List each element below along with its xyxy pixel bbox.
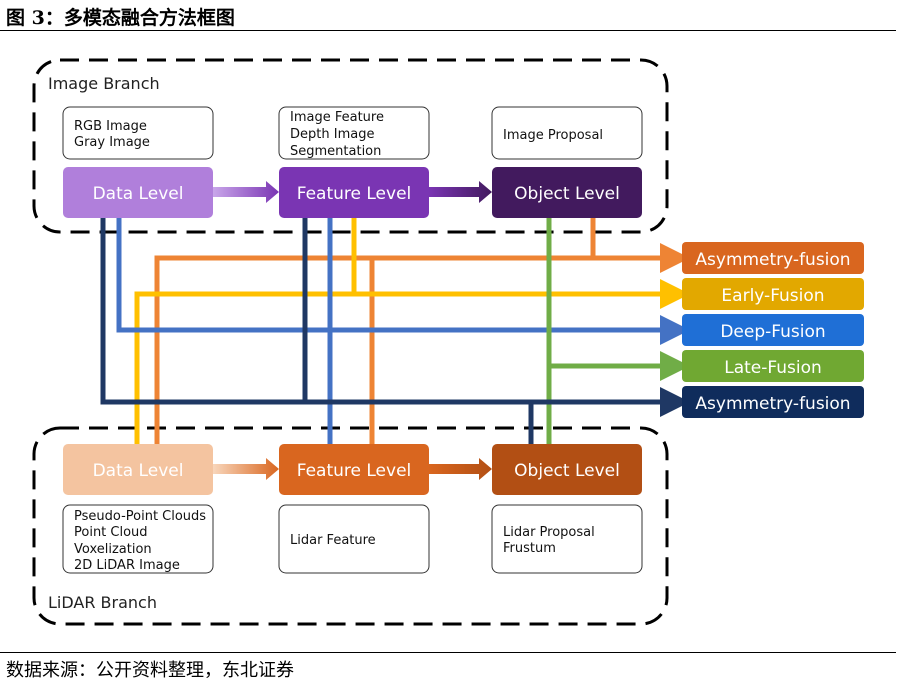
level-label: Object Level [514,461,620,481]
bottom-rule [0,652,896,653]
image-info-box [278,106,430,160]
info-line: RGB Image [74,119,147,134]
info-line: Segmentation [290,144,381,159]
info-line: Image Proposal [503,128,603,143]
image-info-box [62,106,214,160]
output-asymmetry-fusion-bottom [682,386,864,418]
output-label: Asymmetry-fusion [695,250,850,270]
lidar-branch-label: LiDAR Branch [48,593,157,612]
figure-source: 数据来源：公开资料整理，东北证券 [6,660,294,681]
info-line: Lidar Feature [290,533,376,548]
connector-orange [154,243,690,444]
image-arrow-1 [213,181,279,203]
level-label: Feature Level [297,461,412,481]
image-data-level [63,167,213,218]
info-line: Frustum [503,541,556,556]
lidar-arrow-1 [213,458,279,480]
lidar-feature-level [279,444,429,495]
lidar-object-level [492,444,642,495]
lidar-data-level [63,444,213,495]
image-object-level [492,167,642,218]
level-label: Object Level [514,184,620,204]
info-line: Point Cloud [74,525,148,540]
connector-navy [100,218,690,417]
info-line: 2D LiDAR Image [74,558,180,573]
output-deep-fusion [682,314,864,346]
info-line: Voxelization [74,542,152,557]
top-rule [0,30,896,31]
level-label: Feature Level [297,184,412,204]
output-label: Early-Fusion [721,286,824,306]
connector-blue [116,218,690,345]
output-label: Deep-Fusion [720,322,825,342]
info-line: Pseudo-Point Clouds [74,509,206,524]
lidar-branch-frame [32,426,669,626]
level-label: Data Level [93,184,184,204]
info-line: Depth Image [290,127,374,142]
output-label: Asymmetry-fusion [695,394,850,414]
info-line: Gray Image [74,135,150,150]
image-branch-frame [32,58,669,234]
image-info-box [491,106,643,160]
level-label: Data Level [93,461,184,481]
output-label: Late-Fusion [724,358,822,378]
image-arrow-2 [429,181,492,203]
image-branch-label: Image Branch [48,74,160,93]
lidar-arrow-2 [429,458,492,480]
figure-title: 图 3：多模态融合方法框图 [6,7,235,29]
image-feature-level [279,167,429,218]
connector-yellow [134,279,690,444]
output-early-fusion [682,278,864,310]
output-asymmetry-fusion-top [682,242,864,274]
lidar-info-box [278,504,430,574]
output-late-fusion [682,350,864,382]
lidar-info-box [62,504,214,574]
lidar-info-box [491,504,643,574]
info-line: Lidar Proposal [503,525,595,540]
info-line: Image Feature [290,110,384,125]
